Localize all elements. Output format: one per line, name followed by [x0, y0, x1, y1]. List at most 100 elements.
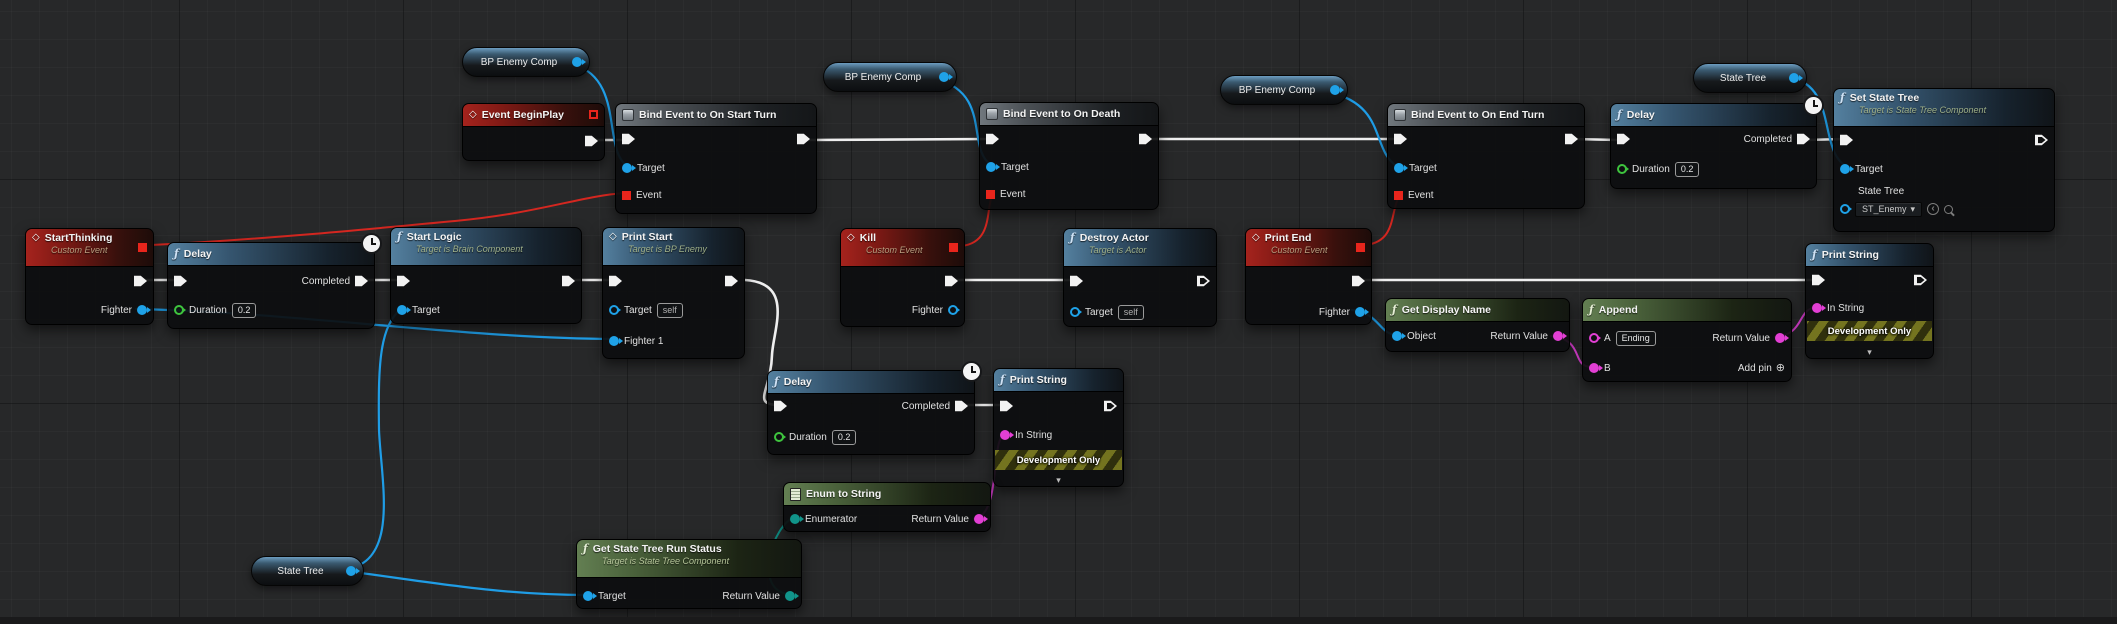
delegate-pin[interactable]	[1356, 243, 1365, 252]
event-delegate-pin[interactable]	[622, 190, 631, 200]
exec-out-pin[interactable]	[1104, 400, 1117, 412]
node-delay-top[interactable]: ƒ Delay Completed Duration 0.2	[1610, 95, 1824, 189]
completed-exec-pin[interactable]	[955, 400, 968, 412]
target-self-input[interactable]: self	[1117, 304, 1144, 320]
return-value-pin[interactable]	[1775, 333, 1785, 343]
state-tree-pin[interactable]	[1840, 204, 1850, 214]
exec-out-pin[interactable]	[1565, 133, 1578, 145]
exec-out-pin[interactable]	[1914, 274, 1927, 286]
wire-exec-printstart-delay2[interactable]	[743, 278, 779, 407]
wire-statetree-getstatus-target[interactable]	[344, 569, 589, 597]
return-value-pin[interactable]	[1553, 331, 1563, 341]
node-delay-2[interactable]: ƒ Delay Completed Duration 0.2	[767, 361, 982, 455]
exec-out-pin[interactable]	[1197, 275, 1210, 287]
expand-advanced-chevron-icon[interactable]: ▾	[1056, 475, 1061, 485]
wire-exec-bindstart-binddeath[interactable]	[805, 137, 990, 142]
expand-advanced-chevron-icon[interactable]: ▾	[1867, 347, 1872, 357]
variable-node-bp-enemy-comp-3[interactable]: BP Enemy Comp	[1220, 75, 1348, 105]
node-append[interactable]: ƒ Append A Ending Return Value B Add pin…	[1582, 298, 1792, 382]
state-tree-asset-dropdown[interactable]: ST_Enemy ▾	[1855, 201, 1923, 217]
node-startthinking-event[interactable]: ◇ StartThinking Custom Event Fighter	[25, 228, 154, 325]
a-input[interactable]: Ending	[1615, 330, 1656, 346]
exec-in-pin[interactable]	[609, 275, 622, 287]
fighter-pin[interactable]	[137, 305, 147, 315]
exec-out-pin[interactable]	[1352, 275, 1365, 287]
target-pin[interactable]	[986, 162, 996, 172]
return-value-pin[interactable]	[785, 591, 795, 601]
duration-input[interactable]: 0.2	[831, 429, 857, 445]
exec-out-pin[interactable]	[134, 275, 147, 287]
exec-in-pin[interactable]	[174, 275, 187, 287]
completed-exec-pin[interactable]	[1797, 133, 1810, 145]
exec-out-pin[interactable]	[797, 133, 810, 145]
add-pin-button[interactable]: Add pin ⊕	[1738, 360, 1785, 376]
horizontal-scrollbar-track[interactable]	[0, 617, 2117, 624]
duration-input[interactable]: 0.2	[1674, 161, 1700, 177]
event-delegate-pin[interactable]	[986, 189, 995, 199]
object-pin[interactable]	[1392, 331, 1402, 341]
target-pin[interactable]	[609, 305, 619, 315]
target-pin[interactable]	[1070, 307, 1080, 317]
node-print-string-right[interactable]: ƒ Print String In String Development Onl…	[1805, 243, 1934, 359]
target-pin[interactable]	[1840, 164, 1850, 174]
variable-node-bp-enemy-comp-2[interactable]: BP Enemy Comp	[823, 62, 957, 92]
return-value-pin[interactable]	[974, 514, 984, 524]
variable-output-pin[interactable]	[1789, 73, 1799, 83]
exec-out-pin[interactable]	[1139, 133, 1152, 145]
node-set-state-tree[interactable]: ƒ Set State Tree Target is State Tree Co…	[1833, 88, 2055, 232]
exec-in-pin[interactable]	[1070, 275, 1083, 287]
variable-node-state-tree-top[interactable]: State Tree	[1693, 63, 1807, 93]
duration-pin[interactable]	[1617, 164, 1627, 174]
node-event-beginplay[interactable]: ◇ Event BeginPlay	[462, 103, 605, 161]
variable-output-pin[interactable]	[572, 57, 582, 67]
target-self-input[interactable]: self	[656, 302, 683, 318]
exec-out-pin[interactable]	[945, 275, 958, 287]
node-start-logic[interactable]: ƒ Start Logic Target is Brain Component …	[390, 227, 582, 324]
variable-output-pin[interactable]	[346, 566, 356, 576]
node-enum-to-string[interactable]: Enum to String Enumerator Return Value	[783, 482, 991, 532]
fighter-pin[interactable]	[1355, 307, 1365, 317]
variable-output-pin[interactable]	[939, 72, 949, 82]
node-get-display-name[interactable]: ƒ Get Display Name Object Return Value	[1385, 298, 1570, 352]
target-pin[interactable]	[583, 591, 593, 601]
target-pin[interactable]	[397, 305, 407, 315]
node-bind-event-on-start-turn[interactable]: Bind Event to On Start Turn Target Event	[615, 103, 817, 214]
enumerator-pin[interactable]	[790, 514, 800, 524]
wire-statetree-startlogic-target[interactable]	[344, 306, 404, 571]
exec-out-pin[interactable]	[2035, 134, 2048, 146]
node-delay-1[interactable]: ƒ Delay Completed Duration 0.2	[167, 233, 382, 329]
exec-in-pin[interactable]	[1840, 134, 1853, 146]
exec-out-pin[interactable]	[725, 275, 738, 287]
node-destroy-actor[interactable]: ƒ Destroy Actor Target is Actor Target s…	[1063, 228, 1217, 327]
in-string-pin[interactable]	[1000, 430, 1010, 440]
node-kill-event[interactable]: ◇ Kill Custom Event Fighter	[840, 228, 965, 327]
fighter1-pin[interactable]	[609, 336, 619, 346]
completed-exec-pin[interactable]	[355, 275, 368, 287]
event-delegate-pin[interactable]	[1394, 190, 1403, 200]
b-pin[interactable]	[1589, 363, 1599, 373]
exec-in-pin[interactable]	[1000, 400, 1013, 412]
a-pin[interactable]	[1589, 333, 1599, 343]
delegate-pin[interactable]	[589, 110, 598, 119]
exec-in-pin[interactable]	[1617, 133, 1630, 145]
node-print-end-event[interactable]: ◇ Print End Custom Event Fighter	[1245, 228, 1372, 325]
exec-out-pin[interactable]	[562, 275, 575, 287]
use-selected-asset-icon[interactable]: ‹	[1927, 203, 1940, 215]
delegate-pin[interactable]	[138, 243, 147, 252]
exec-in-pin[interactable]	[1394, 133, 1407, 145]
wire-delegate-startthinking-bindstart[interactable]	[150, 192, 626, 246]
duration-pin[interactable]	[774, 432, 784, 442]
fighter-pin[interactable]	[948, 305, 958, 315]
target-pin[interactable]	[1394, 163, 1404, 173]
delegate-pin[interactable]	[949, 243, 958, 252]
variable-output-pin[interactable]	[1330, 85, 1340, 95]
node-bind-event-on-death[interactable]: Bind Event to On Death Target Event	[979, 102, 1159, 210]
exec-in-pin[interactable]	[397, 275, 410, 287]
node-get-state-tree-run-status[interactable]: ƒ Get State Tree Run Status Target is St…	[576, 539, 802, 609]
variable-node-state-tree-bottom[interactable]: State Tree	[251, 556, 364, 586]
exec-in-pin[interactable]	[622, 133, 635, 145]
node-bind-event-on-end-turn[interactable]: Bind Event to On End Turn Target Event	[1387, 103, 1585, 209]
duration-input[interactable]: 0.2	[231, 302, 257, 318]
node-print-start[interactable]: ◇ Print Start Target is BP Enemy Target …	[602, 227, 745, 359]
